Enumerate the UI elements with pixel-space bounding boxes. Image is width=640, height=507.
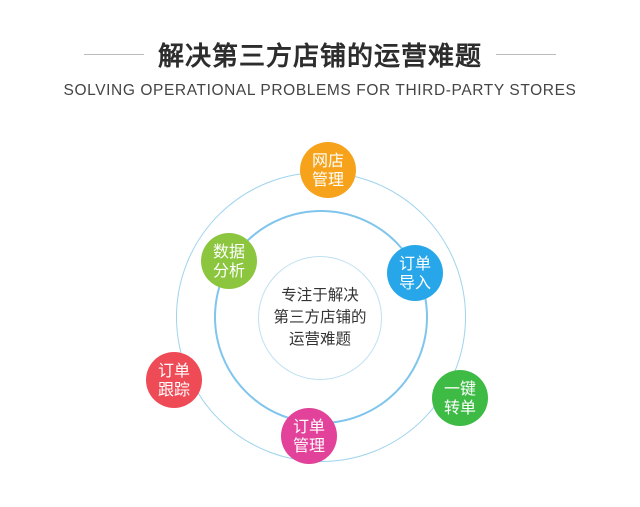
node-order-import[interactable]: 订单 导入 [387,245,443,301]
node-data-analysis[interactable]: 数据 分析 [201,233,257,289]
node-order-management[interactable]: 订单 管理 [281,408,337,464]
node-label: 数据 [212,242,245,261]
node-one-click-transfer[interactable]: 一键 转单 [432,370,488,426]
node-label: 管理 [311,170,344,189]
node-label: 管理 [292,436,325,455]
node-label: 跟踪 [157,380,190,399]
node-label: 订单 [157,361,190,380]
node-label: 导入 [398,273,431,292]
node-label: 订单 [398,254,431,273]
center-text: 专注于解决 第三方店铺的 运营难题 [250,284,390,350]
center-line: 第三方店铺的 [273,308,367,326]
inner-ring [258,256,382,380]
node-label: 转单 [443,398,476,417]
title-rule-left [83,53,144,55]
node-store-management[interactable]: 网店 管理 [300,142,356,198]
node-label: 订单 [292,417,325,436]
header: 解决第三方店铺的运营难题 SOLVING OPERATIONAL PROBLEM… [0,0,640,110]
page-title: 解决第三方店铺的运营难题 [157,41,482,72]
page-subtitle: SOLVING OPERATIONAL PROBLEMS FOR THIRD-P… [63,82,577,99]
node-label: 一键 [443,379,476,398]
node-label: 网店 [311,151,344,170]
center-line: 专注于解决 [281,286,359,304]
title-rule-right [496,53,556,55]
node-label: 分析 [212,261,245,280]
title-row: 解决第三方店铺的运营难题 [0,34,640,74]
node-order-tracking[interactable]: 订单 跟踪 [146,352,202,408]
center-line: 运营难题 [288,330,351,348]
